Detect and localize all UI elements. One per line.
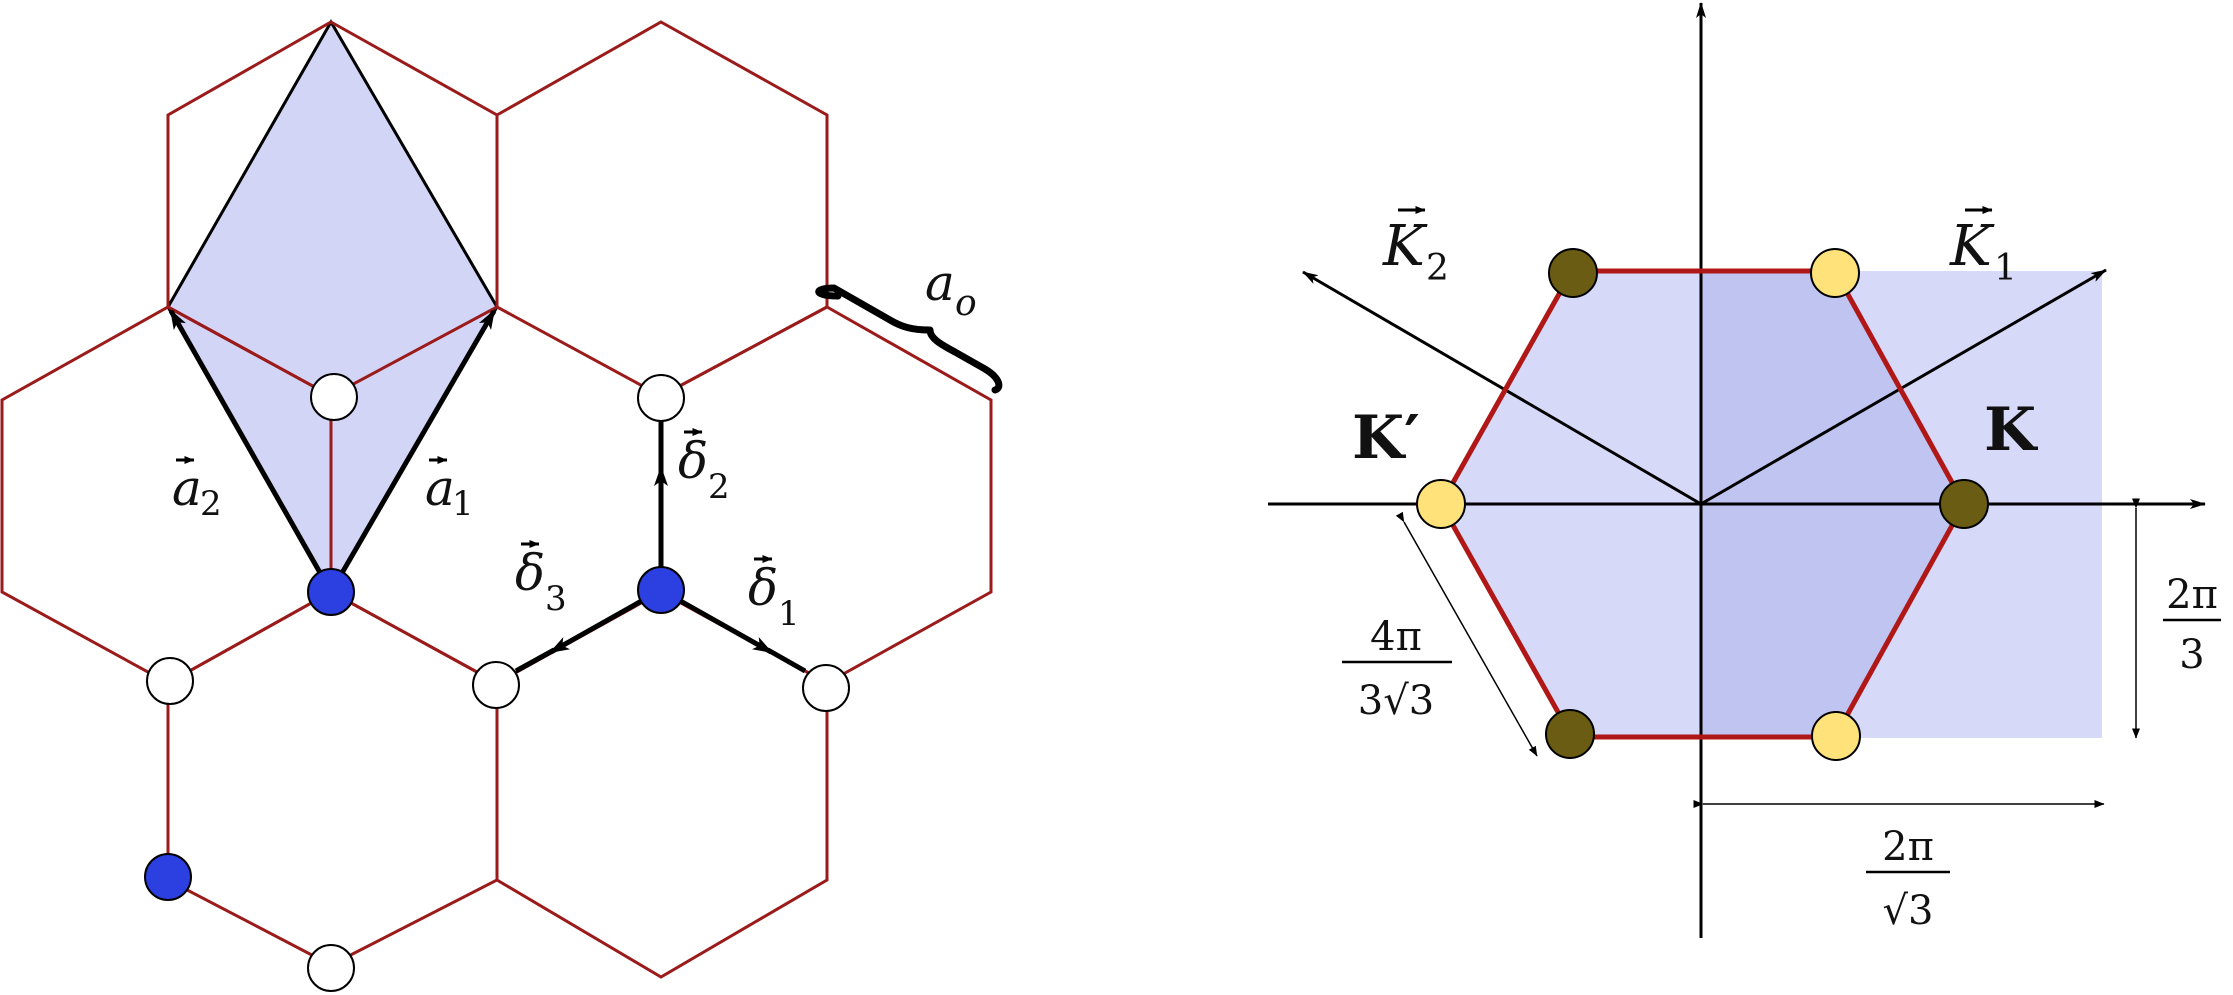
site-b bbox=[637, 374, 685, 422]
label-delta3: δ 3 bbox=[515, 540, 567, 619]
label-a2: a 2 bbox=[172, 456, 222, 524]
k-point bbox=[1939, 479, 1989, 529]
vector-K2 bbox=[1302, 270, 1702, 506]
label-a1: a 1 bbox=[425, 456, 474, 524]
label-frac-2pi-3: 2π 3 bbox=[2163, 572, 2221, 678]
vector-a1 bbox=[328, 309, 497, 594]
label-K: K bbox=[1984, 395, 2038, 465]
svg-text:2: 2 bbox=[1426, 248, 1449, 289]
hexagon-bonds bbox=[0, 20, 993, 979]
vector-a2 bbox=[168, 309, 334, 594]
label-K1: K 1 bbox=[1949, 206, 2017, 289]
site-a bbox=[307, 568, 355, 616]
site-b bbox=[472, 661, 520, 709]
svg-text:o: o bbox=[955, 283, 977, 324]
vector-K1 bbox=[1700, 268, 2107, 506]
label-delta1: δ 1 bbox=[748, 555, 800, 634]
site-b bbox=[310, 373, 358, 421]
vector-delta3-tail bbox=[514, 647, 556, 674]
svg-text:2π: 2π bbox=[2166, 572, 2218, 618]
svg-text:1: 1 bbox=[1994, 248, 2017, 289]
svg-text:a: a bbox=[425, 459, 455, 517]
label-K2: K 2 bbox=[1382, 206, 1449, 289]
site-b bbox=[802, 664, 850, 712]
svg-text:√3: √3 bbox=[1883, 888, 1934, 934]
svg-text:a: a bbox=[172, 459, 202, 517]
svg-text:K: K bbox=[1949, 214, 1995, 279]
site-b bbox=[146, 657, 194, 705]
sites bbox=[144, 373, 850, 992]
svg-text:a: a bbox=[925, 254, 955, 312]
svg-text:3: 3 bbox=[545, 579, 567, 619]
kprime-point bbox=[1811, 711, 1861, 761]
svg-text:3√3: 3√3 bbox=[1358, 678, 1434, 724]
vector-delta1-tail bbox=[766, 647, 807, 674]
svg-text:δ: δ bbox=[678, 432, 708, 490]
lattice-panel: a 1 a 2 δ 2 δ 3 δ 1 a o bbox=[0, 18, 1003, 992]
label-delta2: δ 2 bbox=[678, 428, 730, 507]
label-frac-2pi-sqrt3: 2π √3 bbox=[1866, 824, 1950, 934]
svg-text:1: 1 bbox=[452, 484, 474, 524]
k-point bbox=[1548, 248, 1598, 298]
dim-4pi-3sqrt3 bbox=[1395, 511, 1538, 757]
kprime-point bbox=[1810, 248, 1860, 298]
svg-text:3: 3 bbox=[2179, 632, 2204, 678]
svg-text:4π: 4π bbox=[1370, 614, 1422, 660]
k-point bbox=[1545, 709, 1595, 759]
site-a bbox=[637, 566, 685, 614]
brillouin-panel: K 2 K 1 K K′ 4π 3√3 2π 3 2π √3 bbox=[1268, 2, 2221, 938]
svg-text:2: 2 bbox=[200, 484, 222, 524]
bond-length-brace bbox=[815, 284, 1003, 394]
svg-text:δ: δ bbox=[515, 544, 545, 602]
k-points bbox=[1416, 248, 1989, 761]
site-b bbox=[307, 944, 355, 992]
site-a bbox=[144, 853, 192, 901]
kprime-point bbox=[1416, 479, 1466, 529]
label-ao: a o bbox=[925, 254, 977, 324]
svg-text:2: 2 bbox=[708, 467, 730, 507]
label-frac-4pi-3sqrt3: 4π 3√3 bbox=[1342, 614, 1452, 724]
svg-text:2π: 2π bbox=[1882, 824, 1934, 870]
svg-text:δ: δ bbox=[748, 559, 778, 617]
svg-text:K: K bbox=[1382, 214, 1428, 279]
label-Kprime: K′ bbox=[1352, 403, 1420, 473]
svg-text:1: 1 bbox=[778, 594, 800, 634]
